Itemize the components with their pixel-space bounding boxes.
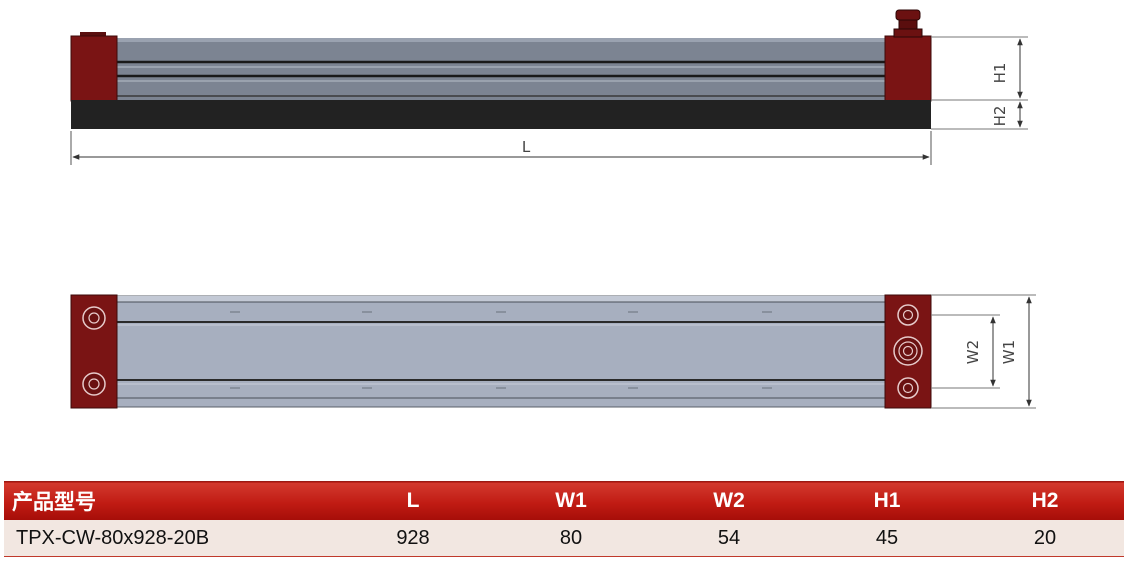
dim-w2-label: W2 (964, 340, 982, 364)
front-left-end-cap (70, 35, 118, 102)
technical-drawing: L H1 H2 (70, 9, 1036, 409)
header-w2: W2 (650, 481, 808, 520)
header-h2: H2 (966, 481, 1124, 520)
cell-h2: 20 (966, 520, 1124, 557)
bolt-icon (897, 377, 919, 399)
cell-h1: 45 (808, 520, 966, 557)
front-body (116, 38, 886, 100)
air-fitting-icon (893, 9, 923, 38)
dim-l-label: L (522, 138, 531, 156)
dim-h2-label: H2 (991, 106, 1009, 127)
top-view: W2 W1 (70, 294, 1036, 409)
front-base-plate (71, 100, 931, 129)
header-w1: W1 (492, 481, 650, 520)
header-h1: H1 (808, 481, 966, 520)
spec-table: 产品型号 L W1 W2 H1 H2 TPX-CW-80x928-20B 928… (4, 481, 1124, 557)
header-model: 产品型号 (4, 481, 334, 520)
cell-l: 928 (334, 520, 492, 557)
front-right-end-cap (884, 35, 932, 102)
cell-model: TPX-CW-80x928-20B (4, 520, 334, 557)
dim-h1-label: H1 (991, 63, 1009, 84)
top-body (115, 295, 887, 408)
bolt-icon (82, 306, 106, 330)
header-l: L (334, 481, 492, 520)
bolt-icon (897, 304, 919, 326)
table-row: TPX-CW-80x928-20B 928 80 54 45 20 (4, 520, 1124, 557)
spec-table-header: 产品型号 L W1 W2 H1 H2 (4, 481, 1124, 520)
cell-w1: 80 (492, 520, 650, 557)
bolt-icon (82, 372, 106, 396)
air-port-icon (893, 336, 923, 366)
dim-w1-label: W1 (1000, 340, 1018, 364)
front-view: L H1 H2 (70, 9, 1028, 165)
cell-w2: 54 (650, 520, 808, 557)
